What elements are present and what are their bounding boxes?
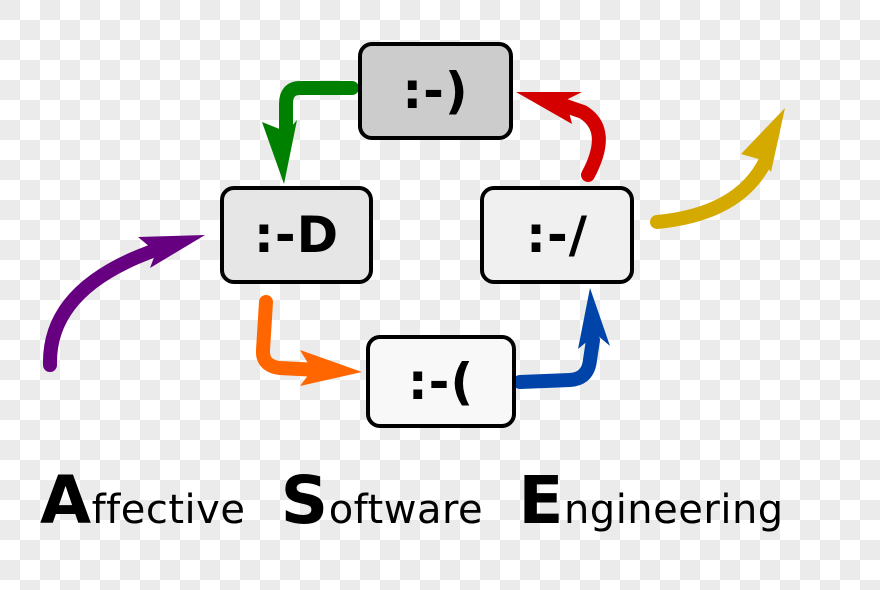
node-laugh-label: :-D xyxy=(253,206,340,264)
arrow-laugh-to-sad xyxy=(255,295,362,386)
page-title: Affective Software Engineering xyxy=(40,462,806,539)
arrow-sad-to-skeptical xyxy=(513,288,610,389)
arrow-entry xyxy=(42,235,205,372)
node-happy: :-) xyxy=(358,42,513,140)
node-laugh: :-D xyxy=(220,186,373,284)
title-word-affective: Affective xyxy=(40,462,246,539)
node-skeptical-label: :-/ xyxy=(525,206,588,264)
node-skeptical: :-/ xyxy=(480,186,634,284)
title-word-engineering: Engineering xyxy=(518,462,784,539)
node-sad: :-( xyxy=(366,335,516,428)
arrow-happy-to-laugh xyxy=(262,81,359,184)
arrow-exit xyxy=(650,108,785,229)
title-word-software: Software xyxy=(280,462,484,539)
node-happy-label: :-) xyxy=(402,62,469,120)
node-sad-label: :-( xyxy=(407,352,475,411)
arrow-skeptical-to-happy xyxy=(516,92,606,182)
